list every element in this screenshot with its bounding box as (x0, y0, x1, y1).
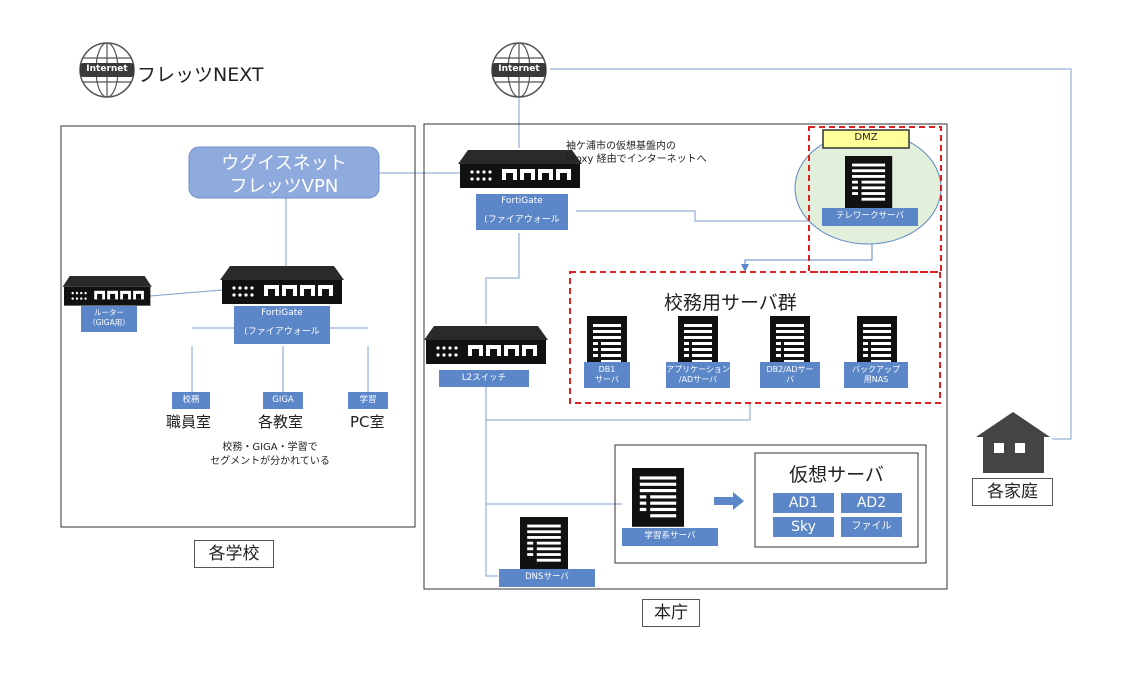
learning-server-label: 学習系サーバ (622, 528, 718, 546)
connection-lines (149, 68, 1072, 577)
segment-note-line1: 校務・GIGA・学習で (222, 442, 318, 453)
telework-server-label: テレワークサーバ (822, 208, 918, 226)
server-label: DB1 サーバ (584, 362, 630, 388)
hq-caption: 本庁 (642, 599, 700, 627)
home-caption: 各家庭 (972, 478, 1053, 506)
segment-room: PC室 (350, 413, 385, 431)
learning-server-icon (632, 468, 684, 527)
server-label: バックアップ 用NAS (844, 362, 908, 388)
server-group-dashed-border (569, 271, 941, 404)
arrow-icon (714, 492, 744, 510)
virtual-item: ファイル (841, 517, 902, 537)
proxy-note-line1: 袖ケ浦市の仮想基盤内の (566, 141, 676, 152)
firewall-label-1: FortiGate (261, 308, 303, 318)
vpn-name-line2: フレッツVPN (229, 176, 339, 197)
l2-switch-icon (424, 326, 548, 364)
l2-switch-label: L2スイッチ (439, 370, 529, 387)
school-caption: 各学校 (194, 540, 274, 568)
firewall-label-1: FortiGate (501, 196, 543, 206)
dmz-label: DMZ (854, 132, 878, 143)
segment-tag: 校務 (172, 392, 210, 409)
segment-tag: GIGA (263, 392, 303, 409)
server-group-title: 校務用サーバ群 (664, 292, 797, 314)
proxy-note-line2: Proxy 経由でインターネットへ (566, 154, 707, 165)
school-firewall-label: FortiGate (ファイアウォール (234, 306, 330, 344)
virtual-item: AD1 (773, 493, 834, 513)
internet-label: Internet (86, 64, 128, 74)
vpn-cloud (188, 146, 380, 199)
dmz-tag (822, 129, 910, 149)
firewall-icon (220, 266, 344, 304)
segment-note-line2: セグメントが分かれている (210, 456, 330, 467)
virtual-item: AD2 (841, 493, 902, 513)
firewall-label-2: (ファイアウォール (244, 327, 320, 337)
server-label: DB2/ADサー バ (760, 362, 820, 388)
router-label: ルーター （GIGA用） (81, 306, 137, 332)
telework-server-icon (845, 156, 893, 210)
router-icon (62, 276, 152, 306)
school-box (60, 125, 416, 528)
house-icon (976, 412, 1050, 473)
segment-tag: 学習 (348, 392, 388, 409)
virtual-item: Sky (773, 517, 834, 537)
vpn-name-line1: ウグイスネット (221, 153, 347, 174)
internet-label: Internet (498, 64, 540, 74)
dns-server-label: DNSサーバ (499, 569, 595, 587)
segment-room: 職員室 (166, 413, 212, 431)
dns-server-icon (520, 517, 568, 571)
firewall-icon (458, 150, 582, 188)
flets-next-label: フレッツNEXT (137, 64, 264, 86)
learning-box (614, 444, 927, 564)
hq-firewall-label: FortiGate (ファイアウォール (476, 194, 568, 230)
virtual-server-title: 仮想サーバ (789, 464, 884, 486)
segment-room: 各教室 (258, 413, 304, 431)
hq-box (423, 123, 948, 590)
server-label: アプリケーション /ADサーバ (666, 362, 730, 388)
firewall-label-2: (ファイアウォール (484, 215, 560, 225)
